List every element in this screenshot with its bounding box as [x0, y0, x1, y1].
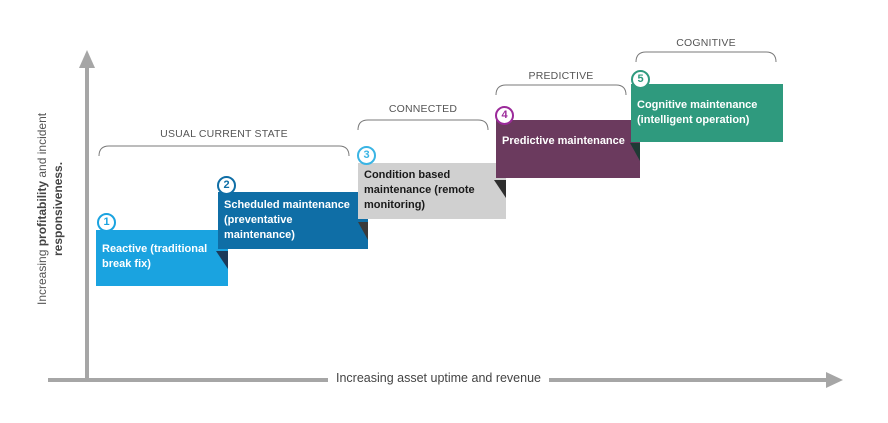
phase-label-usual-current-state: USUAL CURRENT STATE: [160, 128, 288, 140]
step-4-label: Predictive maintenance: [502, 135, 625, 147]
phase-label-predictive: PREDICTIVE: [528, 70, 594, 82]
bracket-predictive: [495, 84, 627, 96]
step-3-fold: [494, 180, 506, 198]
step-3-badge: 3: [357, 146, 376, 165]
step-4-predictive-box: Predictive maintenance: [496, 120, 640, 178]
step-3-label: Condition based maintenance (remote moni…: [364, 169, 475, 211]
step-5-label: Cognitive maintenance (intelligent opera…: [637, 99, 758, 126]
step-4-badge: 4: [495, 106, 514, 125]
step-3-condition-box: Condition based maintenance (remote moni…: [358, 163, 506, 219]
bracket-usual-current-state: [98, 145, 350, 157]
step-1-badge: 1: [97, 213, 116, 232]
step-1-label: Reactive (traditional break fix): [102, 243, 208, 270]
bracket-connected: [357, 119, 489, 131]
step-1-reactive-box: Reactive (traditional break fix): [96, 230, 228, 286]
step-2-fold: [358, 222, 368, 240]
y-axis-arrowhead: [79, 50, 95, 68]
x-axis-label: Increasing asset uptime and revenue: [328, 371, 549, 385]
step-5-cognitive-box: Cognitive maintenance (intelligent opera…: [631, 84, 783, 142]
step-5-badge: 5: [631, 70, 650, 89]
y-axis-label: Increasing profitability and incident re…: [35, 112, 65, 306]
phase-label-connected: CONNECTED: [388, 103, 458, 115]
step-4-fold: [630, 143, 640, 161]
step-2-scheduled-box: Scheduled maintenance (preventative main…: [218, 192, 368, 249]
phase-label-cognitive: COGNITIVE: [676, 37, 736, 49]
x-axis-arrowhead: [826, 372, 843, 388]
bracket-cognitive: [635, 51, 777, 63]
step-2-label: Scheduled maintenance (preventative main…: [224, 199, 350, 241]
step-1-fold: [216, 251, 228, 269]
step-2-badge: 2: [217, 176, 236, 195]
